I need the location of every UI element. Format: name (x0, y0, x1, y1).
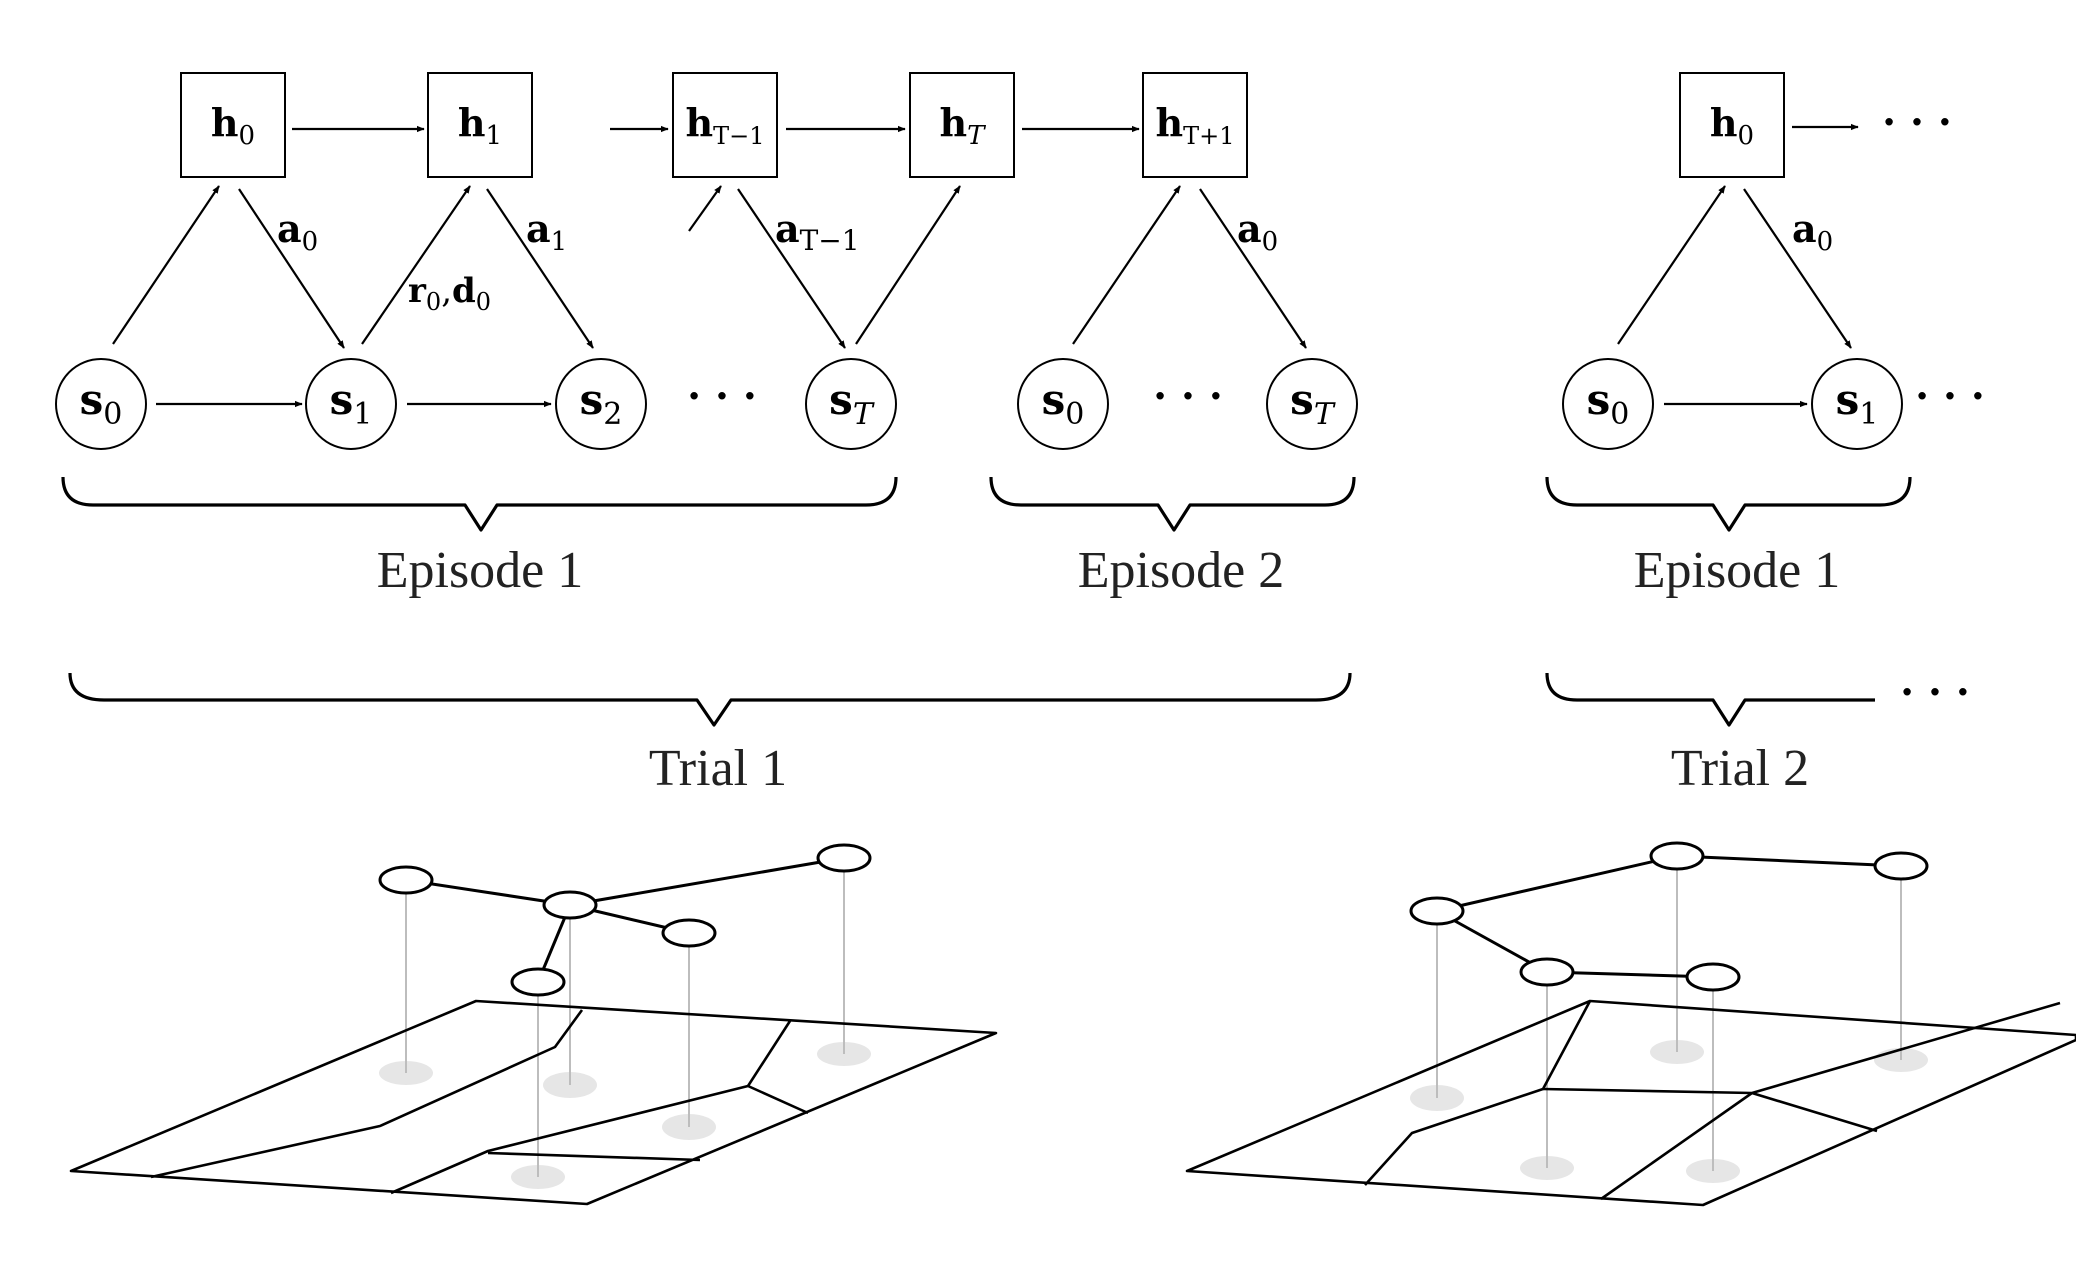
edge-label-a1: a1 (526, 206, 567, 257)
state-nodes (55, 358, 1903, 450)
h0-trial2-label: h0 (1710, 100, 1754, 151)
ellipsis-states-ep2: · · · (1153, 373, 1223, 420)
edge-label-r0-d0: r0,d0 (408, 271, 491, 316)
map-shadows-trial2 (1410, 1040, 1928, 1183)
ellipsis-trial2-brace: · · · (1900, 669, 1970, 716)
braces (61, 476, 1912, 727)
brace-episode1 (61, 476, 898, 532)
s0-circle (55, 358, 147, 450)
s1-label: s1 (330, 375, 373, 432)
brace-label-episode1: Episode 1 (377, 542, 584, 599)
projection-lines-trial1 (405, 858, 845, 1177)
sT-ep2-label: sT (1290, 375, 1336, 432)
arrow-sT-hT (855, 185, 961, 345)
hT-label: hT (940, 100, 987, 151)
graph-node (378, 865, 434, 895)
graph-nodes-trial1 (378, 843, 872, 997)
projection-lines-trial2 (1436, 856, 1902, 1171)
sT-label: sT (829, 375, 875, 432)
graph-node (661, 918, 717, 948)
graph-node (1519, 957, 1575, 987)
s0-ep2-label: s0 (1042, 375, 1085, 432)
hidden-state-nodes (180, 72, 1785, 178)
edge-label-a0-ep2: a0 (1237, 206, 1278, 257)
hT-box (909, 72, 1015, 178)
h1-label: h1 (458, 100, 502, 151)
graph-node (542, 890, 598, 920)
brace-label-episode2: Episode 2 (1078, 542, 1285, 599)
brace-trial1 (68, 672, 1352, 727)
arrow-s0ep2-hTp1 (1072, 185, 1181, 345)
edge-label-a0-trial2: a0 (1792, 206, 1833, 257)
graph-node (1685, 962, 1741, 992)
hTp1-label: hT+1 (1155, 100, 1234, 150)
edge-label-aTm1: aT−1 (775, 206, 860, 257)
arrow-hTm1-sT (737, 188, 846, 349)
h0-box (180, 72, 286, 178)
hTm1-box (672, 72, 778, 178)
sT-circle (805, 358, 897, 450)
h0-trial2-box (1679, 72, 1785, 178)
s1-trial2-label: s1 (1836, 375, 1879, 432)
arrow-h1-s2 (486, 188, 594, 349)
graph-node (816, 843, 872, 873)
graph-edges-trial2 (1436, 854, 1902, 979)
arrow-s1-h1 (361, 185, 471, 345)
graph-node (1873, 851, 1929, 881)
s2-label: s2 (580, 375, 623, 432)
brace-label-episode1-trial2: Episode 1 (1634, 542, 1841, 599)
s2-circle (555, 358, 647, 450)
arrow-s0-h0 (112, 185, 220, 345)
h0-label: h0 (211, 100, 255, 151)
brace-episode1-trial2 (1545, 476, 1912, 532)
brace-episode2 (989, 476, 1356, 532)
s1-trial2-circle (1811, 358, 1903, 450)
hTm1-label: hT−1 (685, 100, 764, 150)
map-plane-trial2 (1185, 999, 2076, 1207)
arrow-h0-s1 (238, 188, 345, 349)
map-plane-trial1 (69, 999, 998, 1206)
brace-trial2 (1545, 672, 1875, 727)
graph-nodes-trial2 (1409, 841, 1929, 992)
arrow-s0trial2-h0 (1617, 185, 1726, 345)
ellipsis-states-trial2: · · · (1915, 373, 1985, 420)
edge-label-a0: a0 (277, 206, 318, 257)
brace-label-trial1: Trial 1 (649, 740, 787, 797)
h1-box (427, 72, 533, 178)
hTp1-box (1142, 72, 1248, 178)
graph-node (1409, 896, 1465, 926)
s0-trial2-circle (1562, 358, 1654, 450)
arrow-hTp1-sTep2 (1199, 188, 1307, 349)
map-graph-trial2 (1185, 841, 2076, 1207)
brace-label-trial2: Trial 2 (1671, 740, 1809, 797)
arrow-in-hTm1-diag (688, 185, 722, 232)
ellipsis-states-ep1: · · · (687, 373, 757, 420)
graph-node (1649, 841, 1705, 871)
map-graph-trial1 (69, 843, 998, 1206)
ellipsis-hidden-trial2: · · · (1882, 99, 1952, 146)
s0-trial2-label: s0 (1587, 375, 1630, 432)
graph-edges-trial1 (405, 856, 845, 983)
s1-circle (305, 358, 397, 450)
transition-arrows (112, 123, 1859, 408)
s0-ep2-circle (1017, 358, 1109, 450)
graph-node (510, 967, 566, 997)
sT-ep2-circle (1266, 358, 1358, 450)
arrow-h0-s1-trial2 (1743, 188, 1852, 349)
s0-label: s0 (80, 375, 123, 432)
